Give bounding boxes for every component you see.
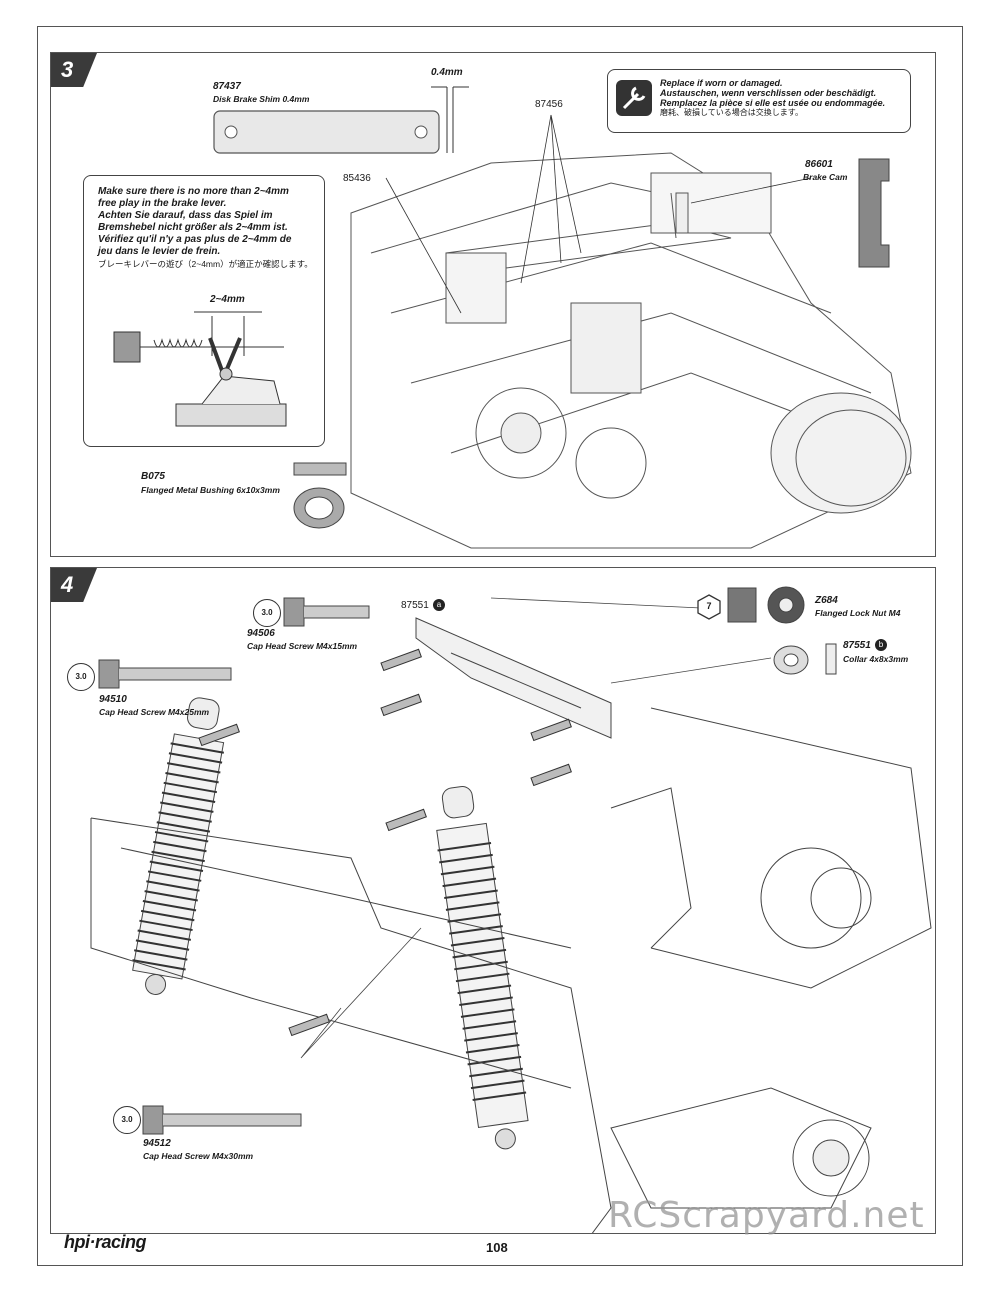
part-87551-a-number: 87551: [401, 600, 429, 611]
freeplay-fr-2: jeu dans le levier de frein.: [98, 246, 221, 257]
part-87551-b-name: Collar 4x8x3mm: [843, 654, 909, 664]
part-B075-name: Flanged Metal Bushing 6x10x3mm: [141, 485, 280, 495]
part-85436-number: 85436: [343, 173, 371, 184]
part-86601-number: 86601: [805, 159, 833, 170]
freeplay-dimension: 2~4mm: [210, 294, 245, 305]
hex-tool-badge-94510: 3.0: [67, 663, 95, 691]
brake-lever-diagram: [113, 311, 287, 427]
part-94510-number: 94510: [99, 694, 127, 705]
freeplay-jp: ブレーキレバーの遊び（2~4mm）が適正か確認します。: [98, 259, 313, 269]
step-4-illustration: [90, 586, 932, 1233]
page-number: 108: [486, 1240, 508, 1255]
step-4-number: 4: [61, 572, 74, 597]
freeplay-fr-1: Vérifiez qu'il n'y a pas plus de 2~4mm d…: [98, 234, 292, 245]
freeplay-en-2: free play in the brake lever.: [98, 198, 227, 209]
replace-note-en: Replace if worn or damaged.: [660, 78, 783, 88]
hpi-racing-logo: hpi·racing: [64, 1232, 147, 1252]
part-94510-name: Cap Head Screw M4x25mm: [99, 707, 210, 717]
wrench-size-value: 7: [706, 601, 712, 611]
replace-if-worn-note: Replace if worn or damaged. Austauschen,…: [607, 69, 911, 133]
part-Z684-name: Flanged Lock Nut M4: [815, 608, 901, 618]
replace-note-jp: 磨耗、破損している場合は交換します。: [660, 108, 803, 117]
letter-a-badge: a: [433, 599, 445, 611]
part-86601-name: Brake Cam: [803, 172, 848, 182]
letter-b-badge: b: [875, 639, 887, 651]
freeplay-en-1: Make sure there is no more than 2~4mm: [98, 186, 289, 197]
wrench-size-badge: 7: [696, 594, 722, 620]
part-94506-name: Cap Head Screw M4x15mm: [247, 641, 358, 651]
replace-note-fr: Remplacez la pièce si elle est usée ou e…: [660, 98, 886, 108]
part-B075-number: B075: [141, 471, 165, 482]
step-3-illustration: [213, 86, 912, 549]
replace-note-de: Austauschen, wenn verschlissen oder besc…: [660, 88, 877, 98]
part-87456-number: 87456: [535, 99, 563, 110]
watermark: RCScrapyard.net: [608, 1195, 925, 1236]
part-87551-b-number: 87551: [843, 640, 871, 651]
step-4-panel: 4: [50, 567, 936, 1234]
step-3-number: 3: [61, 57, 74, 82]
freeplay-de-1: Achten Sie darauf, dass das Spiel im: [98, 210, 273, 221]
part-94512-number: 94512: [143, 1138, 171, 1149]
hex-tool-badge-94506: 3.0: [253, 599, 281, 627]
step-3-panel: 3: [50, 52, 936, 557]
brake-free-play-note: Make sure there is no more than 2~4mm fr…: [83, 175, 325, 447]
part-94506-number: 94506: [247, 628, 275, 639]
wrench-icon: [616, 80, 652, 116]
shim-thickness-dimension: 0.4mm: [431, 67, 463, 78]
part-87437-name: Disk Brake Shim 0.4mm: [213, 94, 310, 104]
freeplay-de-2: Bremshebel nicht größer als 2~4mm ist.: [98, 222, 288, 233]
hex-wrench-icon: [697, 594, 721, 620]
part-87437-number: 87437: [213, 81, 241, 92]
hex-tool-badge-94512: 3.0: [113, 1106, 141, 1134]
page-border: [37, 26, 963, 1266]
part-Z684-number: Z684: [815, 595, 838, 606]
part-94512-name: Cap Head Screw M4x30mm: [143, 1151, 254, 1161]
